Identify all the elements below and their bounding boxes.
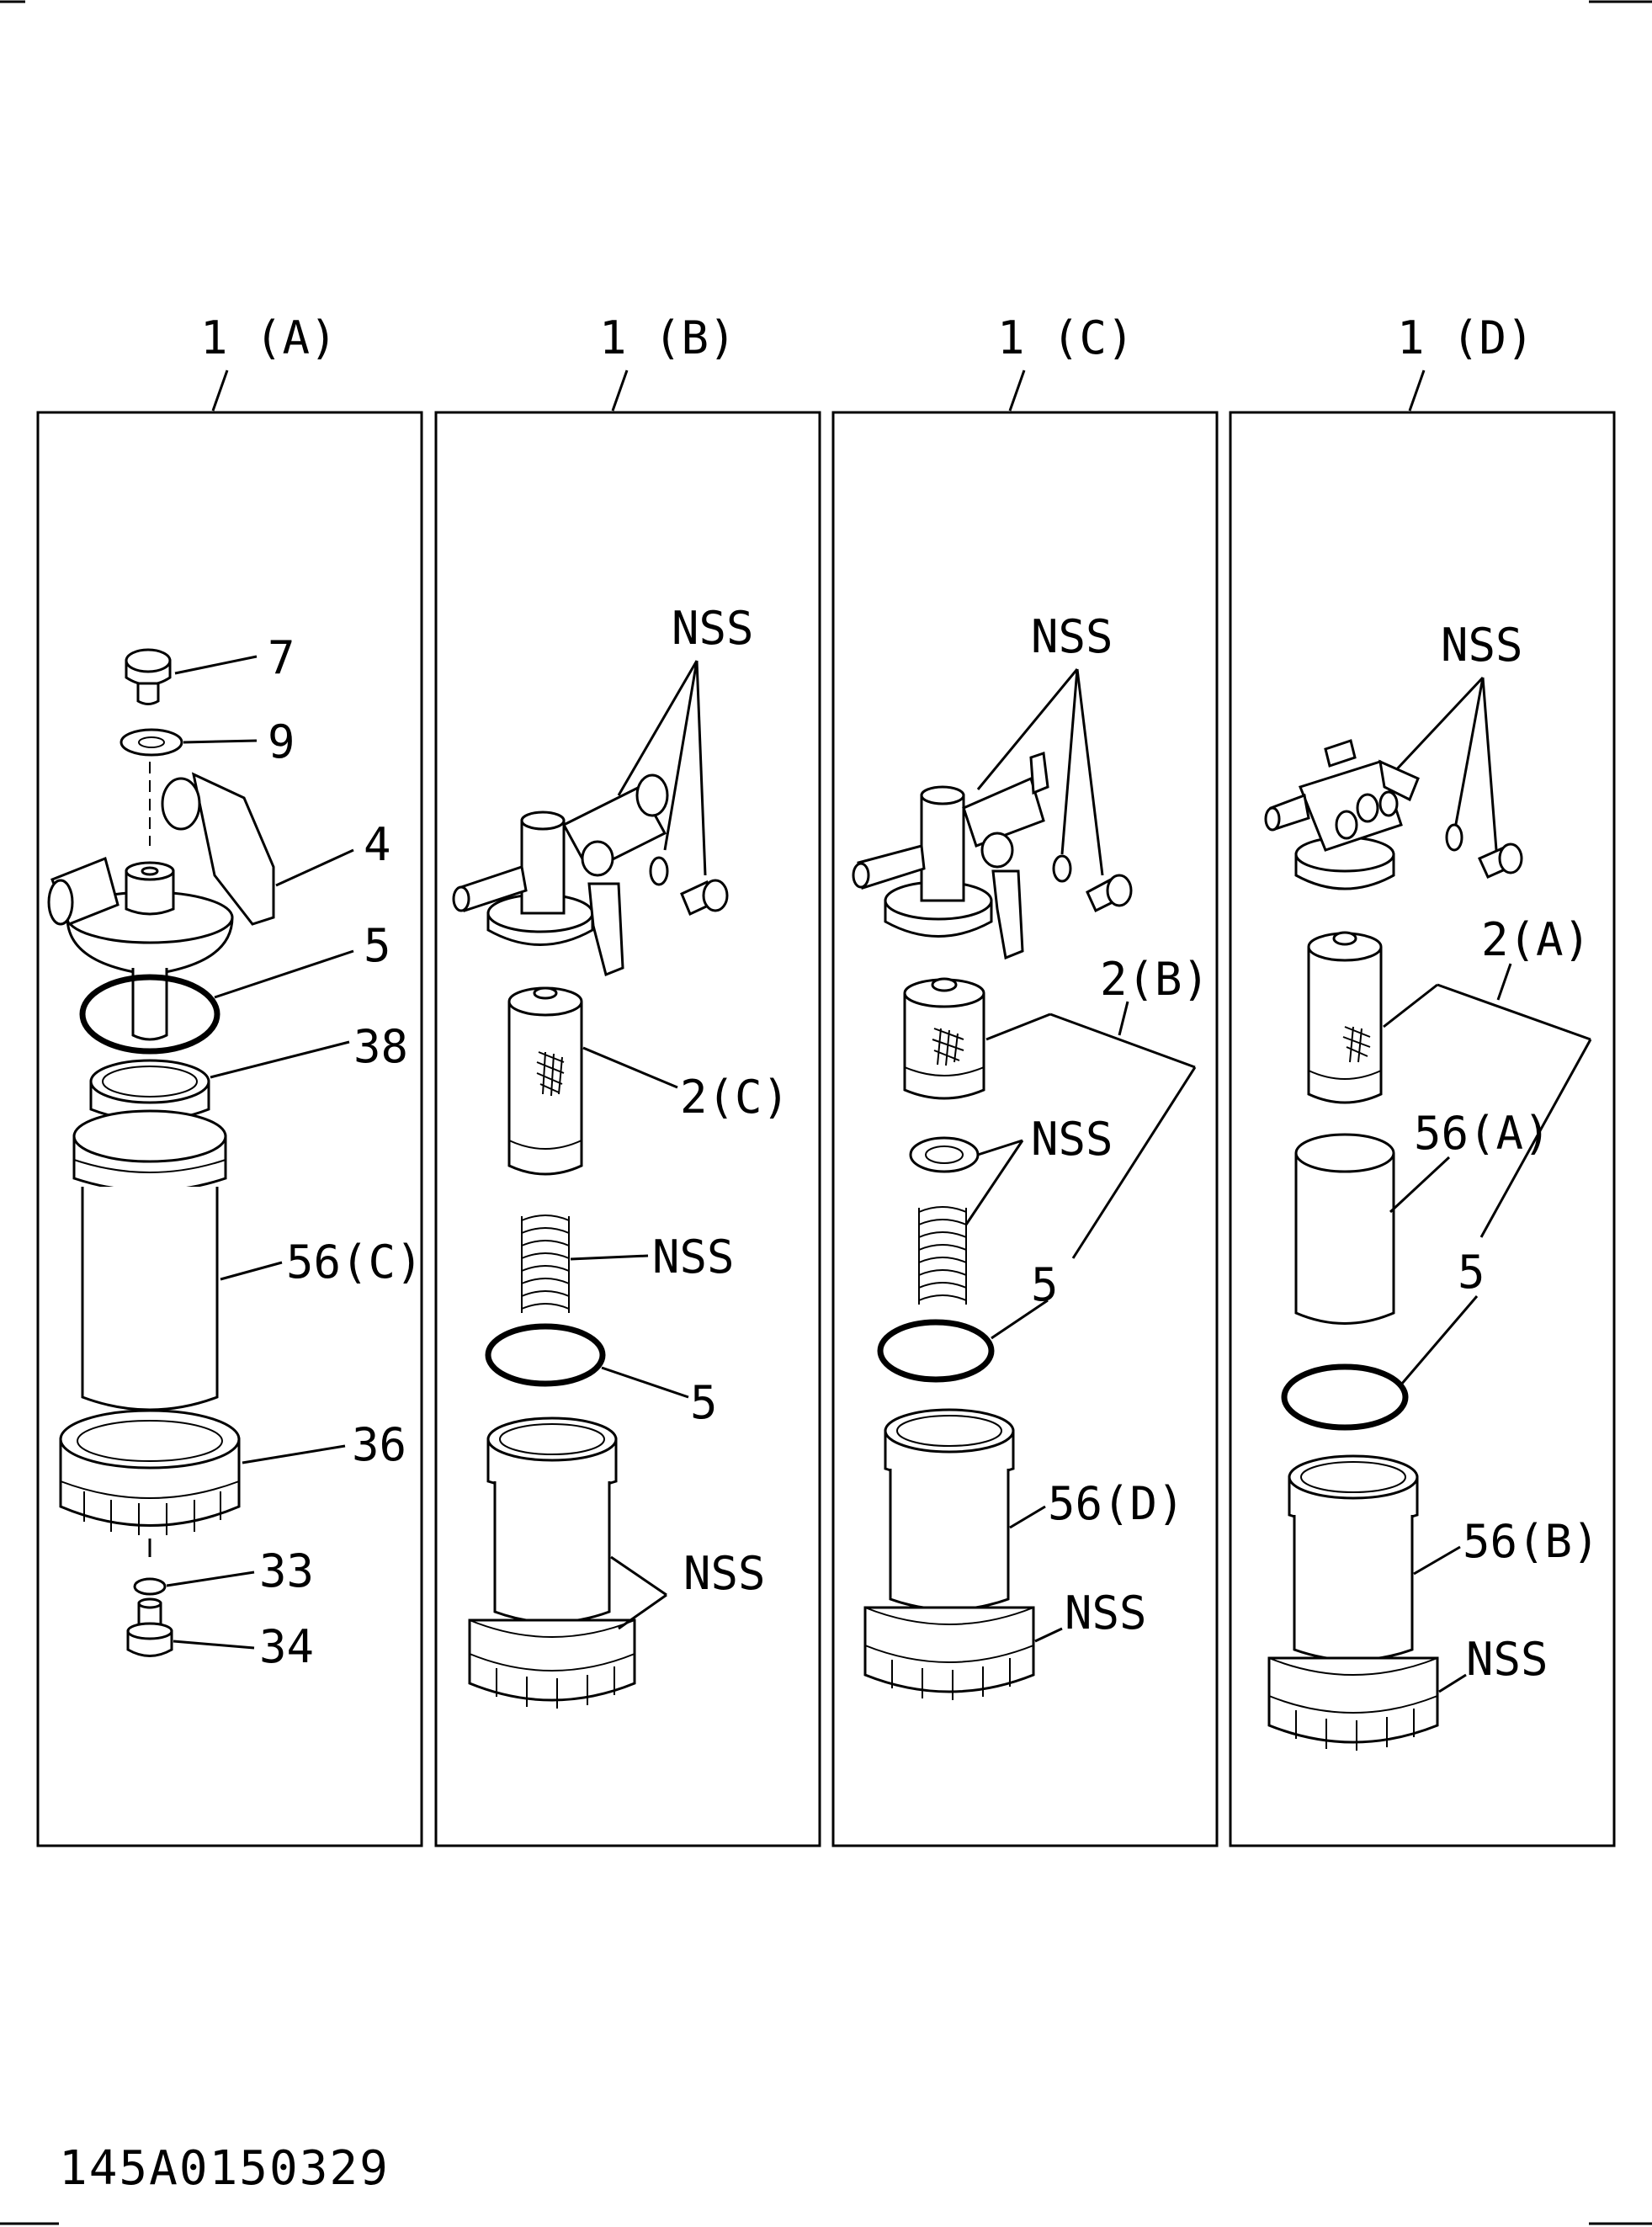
panel-1b-frame	[434, 411, 821, 1847]
head-assembly-d	[1264, 739, 1420, 890]
washer-c	[1052, 854, 1072, 883]
label-56c: 56(C)	[286, 1236, 423, 1289]
label-56a: 56(A)	[1414, 1107, 1551, 1160]
label-nss-c-head: NSS	[1031, 610, 1113, 663]
label-nss-c-seat: NSS	[1031, 1113, 1113, 1166]
label-5-b: 5	[690, 1376, 718, 1429]
label-5: 5	[364, 919, 391, 972]
label-36: 36	[352, 1418, 406, 1471]
ring-nut-part	[59, 1409, 241, 1535]
washer-part	[120, 728, 183, 757]
panel-1a-frame	[36, 411, 423, 1847]
label-nss-b-spring: NSS	[652, 1230, 735, 1284]
panel-1a: 1 (A) 7 9 4	[36, 311, 423, 1847]
cap-screw-part	[125, 648, 172, 705]
label-nss-b-head: NSS	[672, 602, 754, 655]
panel-1b-header: 1 (B)	[599, 311, 736, 364]
label-7: 7	[268, 631, 295, 684]
label-2b: 2(B)	[1100, 953, 1209, 1006]
label-5-c: 5	[1031, 1258, 1059, 1311]
filter-head-part	[47, 772, 275, 1041]
filter-case-b	[468, 1416, 636, 1709]
o-ring-c	[877, 1319, 995, 1383]
panel-1c-header: 1 (C)	[997, 311, 1134, 364]
label-33: 33	[259, 1544, 314, 1597]
label-34: 34	[259, 1620, 314, 1673]
filter-element-d	[1307, 931, 1383, 1104]
panel-1d-header: 1 (D)	[1397, 311, 1534, 364]
panel-1c-frame	[831, 411, 1219, 1847]
label-nss-d-nut: NSS	[1466, 1633, 1548, 1686]
bolt-c	[1086, 874, 1133, 913]
filter-case-c	[863, 1408, 1035, 1700]
panel-1d-frame	[1229, 411, 1616, 1847]
label-5-d: 5	[1458, 1246, 1485, 1299]
bolt-b	[680, 879, 729, 917]
o-ring-b	[485, 1323, 606, 1387]
filter-element-b	[507, 986, 583, 1176]
o-ring-part	[79, 974, 220, 1055]
spring-b	[521, 1214, 570, 1313]
label-nss-d-head: NSS	[1441, 619, 1523, 672]
label-9: 9	[268, 715, 295, 768]
washer-b	[649, 856, 669, 886]
label-4: 4	[364, 818, 391, 871]
label-56b: 56(B)	[1463, 1515, 1600, 1568]
filter-element-c	[903, 977, 985, 1100]
filter-case-part	[72, 1109, 227, 1454]
o-ring-d	[1281, 1363, 1409, 1431]
washer-d	[1445, 823, 1463, 852]
label-nss-c-nut: NSS	[1065, 1587, 1147, 1640]
filter-case-d	[1267, 1454, 1439, 1751]
panel-1c: 1 (C) NSS	[831, 311, 1219, 1847]
spring-seat-c	[909, 1136, 980, 1173]
label-56d: 56(D)	[1048, 1477, 1185, 1530]
figure-code: 145A0150329	[59, 2141, 390, 2196]
drain-plug-part	[126, 1597, 173, 1657]
panel-1a-header: 1 (A)	[200, 311, 337, 364]
head-assembly-c	[852, 751, 1049, 960]
drain-ring-part	[133, 1577, 167, 1596]
bolt-d	[1478, 842, 1523, 879]
panel-1d: 1 (D) NSS	[1229, 311, 1616, 1847]
panel-1b: 1 (B) NSS	[434, 311, 821, 1847]
sleeve-d	[1294, 1133, 1395, 1325]
spring-c	[918, 1206, 967, 1305]
label-38: 38	[353, 1020, 408, 1073]
label-2a: 2(A)	[1481, 913, 1591, 966]
head-assembly-b	[452, 773, 669, 977]
label-nss-b-case: NSS	[683, 1547, 766, 1600]
label-2c: 2(C)	[680, 1071, 789, 1124]
